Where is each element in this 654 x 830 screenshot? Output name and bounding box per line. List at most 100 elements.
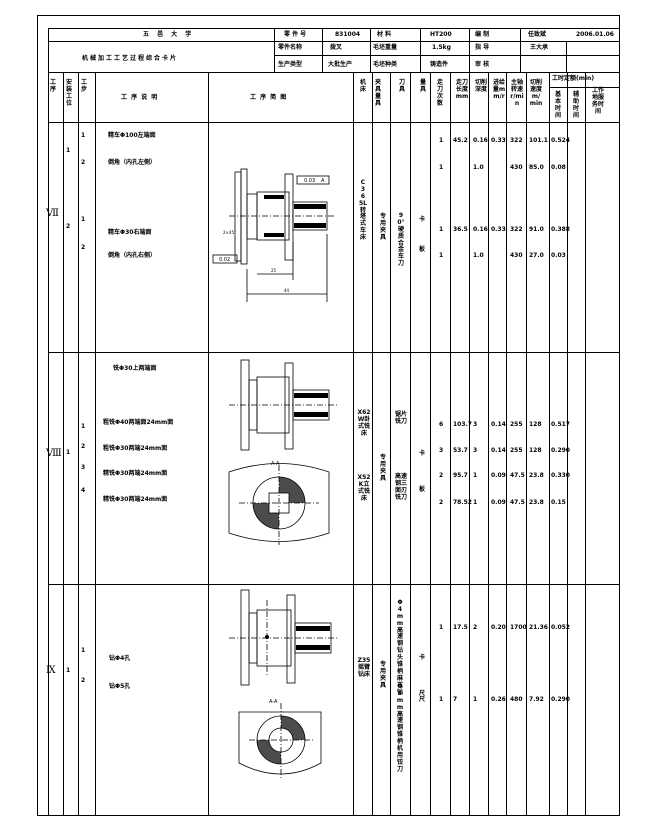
machine-name: Z35摇臂钻床 <box>357 657 371 678</box>
table-cell-passes: 2 <box>439 472 444 479</box>
step-number: 1 <box>81 216 86 223</box>
table-cell-feed: 0.14 <box>491 421 506 428</box>
grid-line <box>322 28 323 72</box>
grid-line <box>420 28 421 72</box>
table-cell-speed: 430 <box>510 164 523 171</box>
table-cell-vel: 128 <box>529 421 542 428</box>
col-fixture: 夹具量具 <box>374 79 381 107</box>
tool-name: Φ5mm高速钢锥柄机用铰刀 <box>396 683 404 773</box>
table-cell-feed: 0.33 <box>491 226 506 233</box>
table-cell-feed: 0.26 <box>491 696 506 703</box>
step-number: 4 <box>81 487 86 494</box>
table-cell-passes: 1 <box>439 226 444 233</box>
col-vel: 切削速度m/min <box>529 79 543 107</box>
material-value: HT200 <box>430 31 452 38</box>
fixture-name: 专用夹具 <box>379 661 386 689</box>
table-cell-feed: 0.09 <box>491 499 506 506</box>
grid-line <box>410 72 411 815</box>
grid-line <box>48 122 619 123</box>
col-speed: 主轴转速r/min <box>510 79 524 107</box>
table-cell-speed: 480 <box>510 696 523 703</box>
table-cell-feed: 0.33 <box>491 137 506 144</box>
table-cell-speed: 322 <box>510 226 523 233</box>
table-cell-passes: 1 <box>439 252 444 259</box>
col-process: 工序 <box>49 79 56 93</box>
prod-type-value: 大批生产 <box>328 61 353 68</box>
grid-line <box>48 28 49 815</box>
col-feed: 进给量mm/r <box>492 79 506 100</box>
table-cell-depth: 0.16 <box>473 226 488 233</box>
blank-type-label: 毛坯种类 <box>373 61 398 68</box>
table-cell-feed: 0.14 <box>491 447 506 454</box>
install-number: 1 <box>66 147 71 154</box>
grid-line <box>469 28 470 72</box>
grid-line <box>488 72 489 815</box>
col-passes: 走刀次数 <box>436 79 443 107</box>
col-cut-depth: 切削深度 <box>474 79 487 93</box>
table-cell-len: 103.7 <box>453 421 472 428</box>
compile-date: 2006.01.06 <box>576 31 614 38</box>
table-cell-len: 53.7 <box>453 447 468 454</box>
install-number: 1 <box>66 449 71 456</box>
grid-line <box>48 584 619 585</box>
col-time: 工时定额(min) <box>552 75 595 82</box>
table-cell-time: 0.388 <box>551 226 570 233</box>
table-cell-vel: 7.92 <box>529 696 544 703</box>
table-cell-passes: 1 <box>439 164 444 171</box>
review-label: 审 核 <box>475 61 490 68</box>
table-cell-passes: 1 <box>439 137 444 144</box>
table-cell-time: 0.08 <box>551 164 566 171</box>
step-desc: 铣Φ30上两端面 <box>113 365 157 372</box>
table-cell-feed: 0.20 <box>491 624 506 631</box>
tool-name: 90°硬质合金车刀 <box>397 212 405 268</box>
grid-line <box>95 72 96 815</box>
col-install: 安装工位 <box>65 79 72 107</box>
guide-name: 王大承 <box>530 44 549 51</box>
step-desc: 钻Φ5孔 <box>109 683 131 690</box>
dimension-label: 25 <box>271 268 277 273</box>
table-cell-passes: 6 <box>439 421 444 428</box>
table-cell-depth: 0.16 <box>473 137 488 144</box>
step-desc: 倒角（内孔左侧） <box>108 159 157 166</box>
table-cell-vel: 85.0 <box>529 164 544 171</box>
grid-line <box>353 72 354 815</box>
blank-weight-value: 1.5kg <box>432 44 451 51</box>
grid-line <box>430 72 431 815</box>
table-cell-depth: 1 <box>473 472 478 479</box>
compile-label: 编 制 <box>475 31 490 38</box>
col-tool: 刀具 <box>398 79 405 93</box>
table-cell-time: 0.052 <box>551 624 570 631</box>
guide-label: 指 导 <box>475 44 490 51</box>
table-cell-len: 36.5 <box>453 226 468 233</box>
table-cell-time: 0.290 <box>551 447 570 454</box>
table-cell-time: 0.524 <box>551 137 570 144</box>
fixture-name: 专用夹具 <box>379 454 386 482</box>
tool-name: 锯片铣刀 <box>394 411 407 425</box>
process-number: Ⅷ <box>46 448 62 459</box>
step-number: 2 <box>81 677 86 684</box>
grid-line <box>567 72 568 815</box>
table-cell-depth: 1 <box>473 499 478 506</box>
table-cell-depth: 3 <box>473 447 478 454</box>
card-title: 机械加工工艺过程综合卡片 <box>82 55 179 62</box>
fixture-name: 专用夹具 <box>379 213 386 241</box>
grid-line <box>372 72 373 815</box>
grid-line <box>506 72 507 815</box>
install-number: 2 <box>66 223 71 230</box>
grid-line <box>78 72 79 815</box>
tolerance-label: 0.03 <box>304 178 315 184</box>
outer-border <box>619 15 620 816</box>
col-time-aux: 辅助时间 <box>572 91 579 119</box>
measure-name: 卡板 <box>418 450 425 493</box>
step-desc: 粗铣Φ30两端24mm面 <box>103 445 168 452</box>
table-cell-len: 95.7 <box>453 472 468 479</box>
part-name-value: 拨叉 <box>330 44 343 51</box>
table-cell-len: 17.5 <box>453 624 468 631</box>
table-cell-vel: 23.8 <box>529 499 544 506</box>
sketch-process-8: A-A <box>228 359 339 545</box>
step-desc: 精铣Φ30两端24mm面 <box>103 496 168 503</box>
table-cell-speed: 47.5 <box>510 472 525 479</box>
table-cell-speed: 255 <box>510 421 523 428</box>
blank-type-value: 铸造件 <box>430 61 449 68</box>
table-cell-depth: 3 <box>473 421 478 428</box>
